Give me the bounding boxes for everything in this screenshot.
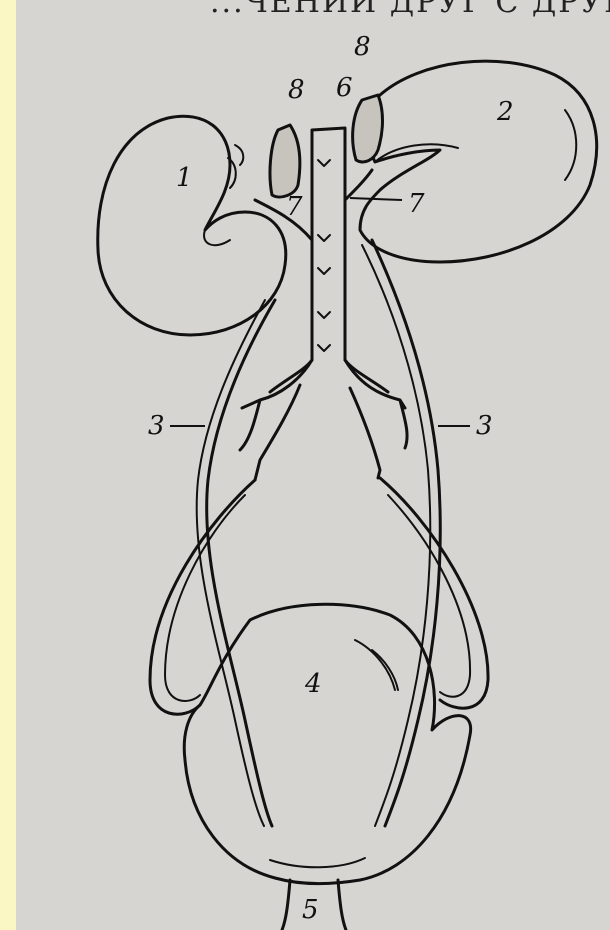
kidney-right [360,61,597,262]
caption-fragment: ...ЧЕНИИ ДРУГ С ДРУГОМ [210,0,610,20]
renal-artery-right [345,170,372,200]
label-ureter-left: 3 [148,411,165,441]
label-adrenal-left: 8 [288,75,305,105]
aorta-markings [318,160,330,351]
vessel-loop-right [380,478,488,708]
label-ureter-right: 3 [476,411,493,441]
label-adrenal-right: 8 [354,32,371,62]
label-renal-artery-right: 7 [408,189,425,219]
iliac-branches [240,360,407,480]
adrenal-left [270,125,300,197]
kidney-left [98,116,286,335]
label-kidney-right: 2 [496,97,514,127]
label-bladder: 4 [304,669,322,699]
label-renal-artery-left: 7 [286,192,303,222]
renal-artery-left [255,200,312,240]
leader-renal-artery-right [350,198,402,200]
adrenal-right [353,95,383,162]
label-kidney-left: 1 [176,163,193,193]
label-aorta: 6 [336,73,353,103]
label-urethra: 5 [302,895,319,925]
